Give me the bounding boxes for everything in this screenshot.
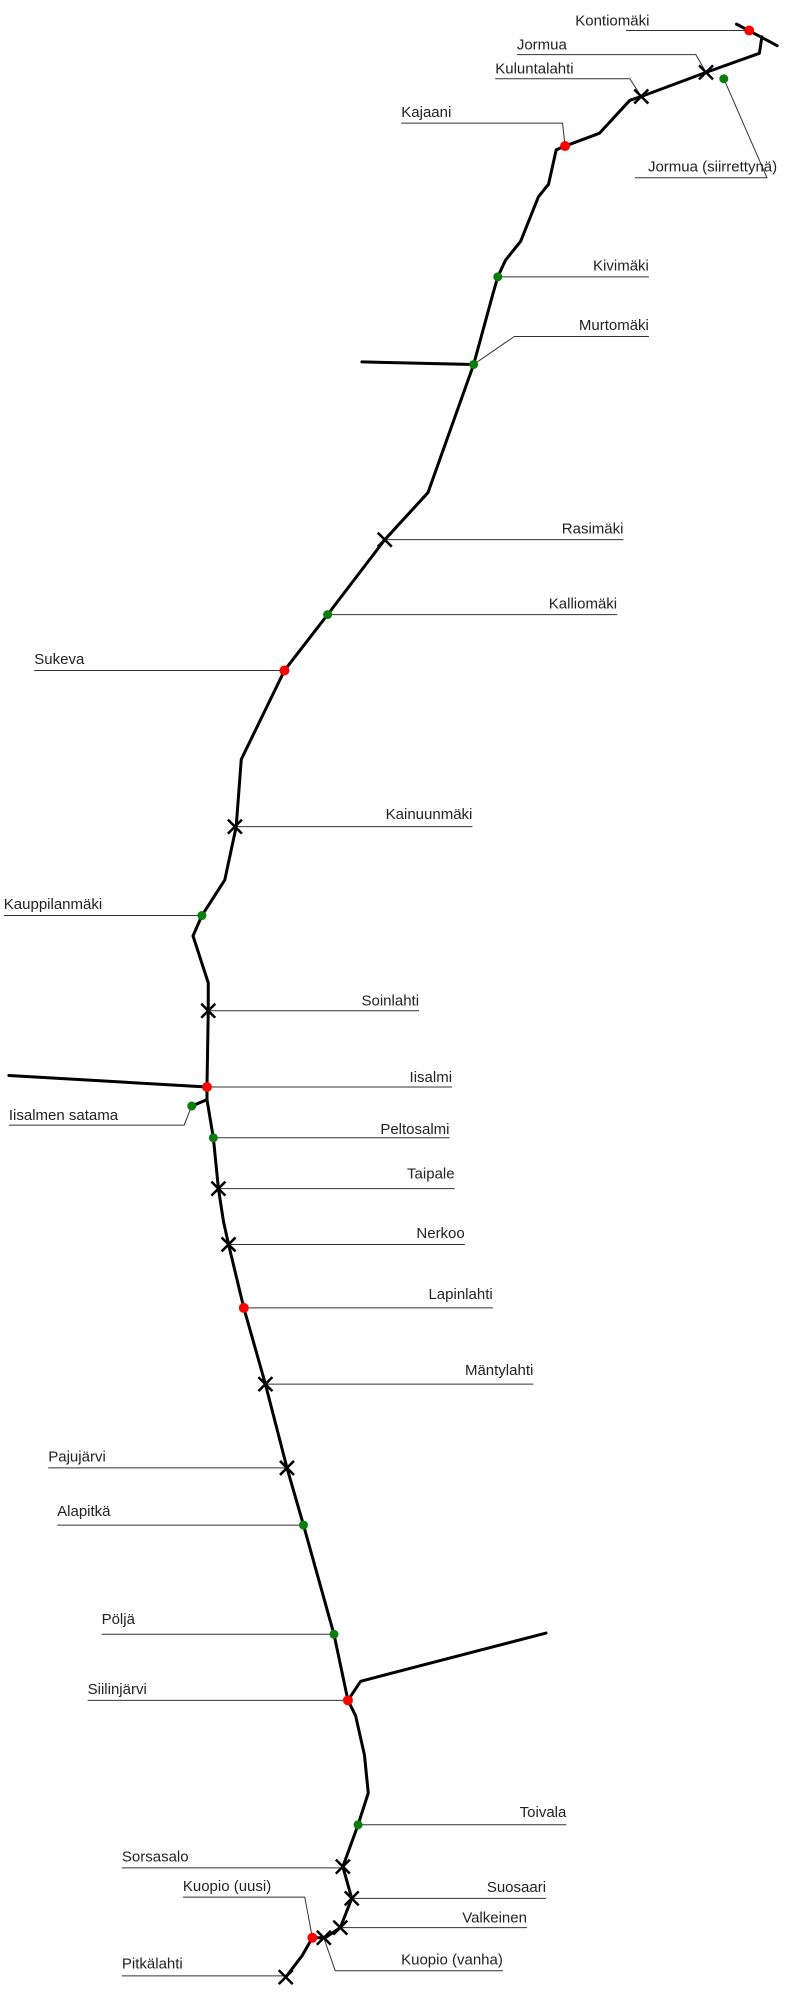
leader-line-kuopio-vanha [323,1937,503,1972]
closed-stop-cross-icon [332,1919,349,1936]
station-label-jormua: Jormua [517,37,568,54]
station-label-sukeva: Sukeva [34,651,85,668]
station-label-iisalmen-satama: Iisalmen satama [9,1107,119,1124]
station-label-kontiomaki: Kontiomäki [575,12,649,29]
closed-stop-cross-icon [200,1002,217,1019]
station-label-polja: Pöljä [102,1611,136,1628]
major-station-dot-icon [560,141,571,152]
station-label-murtomaki: Murtomäki [579,317,649,334]
branch-track-murtomaki [360,360,476,366]
minor-station-dot-icon [469,359,479,369]
closed-stop-cross-icon [698,64,714,81]
station-marker-layer [187,25,755,1986]
station-label-toivala: Toivala [520,1804,567,1821]
leader-line-jormua-siirrettyna [634,78,768,179]
station-label-jormua-siirrettyna: Jormua (siirrettynä) [648,158,777,175]
closed-stop-cross-icon [633,88,650,105]
minor-station-dot-icon [187,1101,197,1111]
closed-stop-cross-icon [277,1969,294,1986]
station-label-lapinlahti: Lapinlahti [428,1286,492,1303]
leader-line-murtomaki [473,336,649,365]
station-label-peltosalmi: Peltosalmi [380,1121,449,1138]
track-layer [7,22,779,1979]
leader-line-kuopio-uusi [182,1896,313,1938]
leader-line-kuluntalahti [495,78,642,97]
station-label-kuopio-uusi: Kuopio (uusi) [183,1878,271,1895]
station-label-kajaani: Kajaani [401,104,451,121]
station-label-suosaari: Suosaari [487,1879,546,1896]
branch-track-iisalmi-west [7,1074,209,1089]
leader-line-kajaani [401,122,566,147]
closed-stop-cross-icon [343,1890,360,1907]
station-label-kainuunmaki: Kainuunmäki [386,806,473,823]
minor-station-dot-icon [323,610,333,620]
closed-stop-cross-icon [315,1929,332,1946]
major-station-dot-icon [744,25,755,36]
closed-stop-cross-icon [220,1236,237,1253]
closed-stop-cross-icon [279,1460,295,1476]
closed-stop-cross-icon [257,1376,274,1393]
major-station-dot-icon [238,1302,249,1313]
station-label-sorsasalo: Sorsasalo [122,1849,189,1866]
minor-station-dot-icon [197,911,207,921]
station-label-siilinjarvi: Siilinjärvi [88,1681,147,1698]
station-label-kivimaki: Kivimäki [593,257,649,274]
minor-station-dot-icon [493,272,503,282]
major-station-dot-icon [342,1695,353,1706]
station-label-kuluntalahti: Kuluntalahti [495,61,573,78]
closed-stop-cross-icon [227,818,243,835]
station-label-mantylahti: Mäntylahti [465,1362,533,1379]
station-label-kalliomaki: Kalliomäki [549,595,617,612]
station-label-pajujarvi: Pajujärvi [48,1449,106,1466]
station-label-iisalmi: Iisalmi [410,1069,453,1086]
closed-stop-cross-icon [376,531,393,548]
minor-station-dot-icon [208,1133,218,1143]
closed-stop-cross-icon [210,1180,227,1197]
leader-line-iisalmen-satama [8,1105,193,1126]
closed-stop-cross-icon [334,1858,351,1875]
station-label-rasimaki: Rasimäki [562,520,624,537]
major-station-dot-icon [307,1932,318,1943]
minor-station-dot-icon [298,1520,308,1530]
track-kontiomaki-east [735,22,779,48]
station-label-taipale: Taipale [407,1165,455,1182]
leader-line-jormua [516,54,707,73]
main-track [191,35,764,1979]
station-label-kauppilanmaki: Kauppilanmäki [4,896,102,913]
leader-line-layer [3,29,768,1977]
major-station-dot-icon [279,665,290,676]
station-label-valkeinen: Valkeinen [462,1910,527,1927]
station-label-kuopio-vanha: Kuopio (vanha) [401,1951,503,1968]
station-label-soinlahti: Soinlahti [362,993,420,1010]
major-station-dot-icon [201,1081,212,1092]
minor-station-dot-icon [719,74,729,84]
station-label-alapitka: Alapitkä [57,1503,111,1520]
station-label-pitkalahti: Pitkälahti [122,1955,183,1972]
minor-station-dot-icon [329,1629,339,1639]
branch-track-siilinjarvi [346,1631,548,1702]
minor-station-dot-icon [353,1820,363,1830]
station-label-nerkoo: Nerkoo [416,1225,464,1242]
